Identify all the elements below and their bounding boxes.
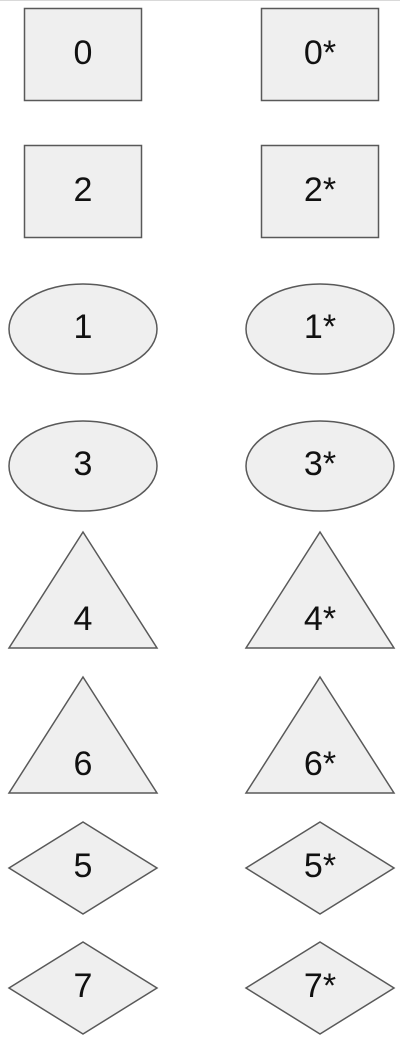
rectangle-node-0: 0 [23, 7, 143, 102]
node-label-2-star: 2* [304, 171, 336, 209]
triangle-node-6-star: 6* [244, 675, 396, 794]
node-label-2: 2 [74, 171, 93, 209]
triangle-node-4-star: 4* [244, 530, 396, 649]
triangle-node-6: 6 [7, 675, 159, 794]
rectangle-node-0-star: 0* [260, 7, 380, 102]
node-label-7-star: 7* [304, 967, 336, 1005]
ellipse-node-1: 1 [8, 283, 158, 375]
node-label-4: 4 [74, 600, 93, 638]
node-label-4-star: 4* [304, 600, 336, 638]
diamond-node-7-star: 7* [244, 941, 396, 1035]
diamond-node-7: 7 [7, 941, 159, 1035]
ellipse-node-3-star: 3* [245, 420, 395, 512]
node-label-0-star: 0* [304, 34, 336, 72]
node-label-0: 0 [74, 34, 93, 72]
diamond-node-5-star: 5* [244, 821, 396, 915]
ellipse-node-3: 3 [8, 420, 158, 512]
rectangle-node-2: 2 [23, 144, 143, 239]
node-label-7: 7 [74, 967, 93, 1005]
ellipse-node-1-star: 1* [245, 283, 395, 375]
node-label-1-star: 1* [304, 308, 336, 346]
rectangle-node-2-star: 2* [260, 144, 380, 239]
top-divider [0, 0, 400, 1]
triangle-node-4: 4 [7, 530, 159, 649]
node-label-5-star: 5* [304, 847, 336, 885]
node-label-3-star: 3* [304, 445, 336, 483]
diamond-node-5: 5 [7, 821, 159, 915]
node-label-5: 5 [74, 847, 93, 885]
node-label-1: 1 [74, 308, 93, 346]
node-label-6: 6 [74, 745, 93, 783]
node-label-6-star: 6* [304, 745, 336, 783]
node-label-3: 3 [74, 445, 93, 483]
